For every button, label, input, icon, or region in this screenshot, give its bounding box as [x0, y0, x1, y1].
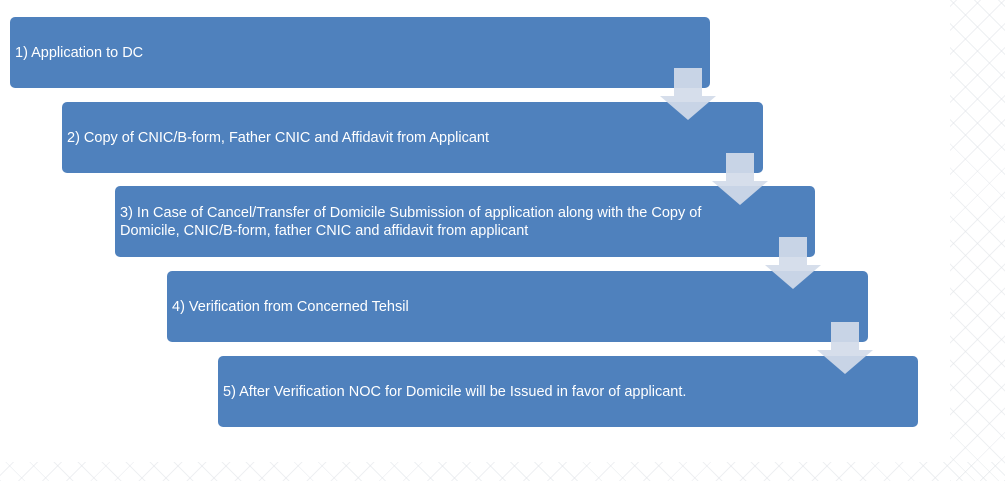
down-arrow-icon — [712, 153, 768, 205]
step-3-label: 3) In Case of Cancel/Transfer of Domicil… — [120, 204, 702, 239]
down-arrow-icon — [817, 322, 873, 374]
step-3-box: 3) In Case of Cancel/Transfer of Domicil… — [115, 186, 815, 257]
step-1-box: 1) Application to DC — [10, 17, 710, 88]
step-5-label: 5) After Verification NOC for Domicile w… — [223, 383, 687, 400]
step-2-box: 2) Copy of CNIC/B-form, Father CNIC and … — [62, 102, 763, 173]
decorative-pattern-right — [950, 0, 1005, 481]
step-4-label: 4) Verification from Concerned Tehsil — [172, 298, 409, 315]
step-5-box: 5) After Verification NOC for Domicile w… — [218, 356, 918, 427]
step-1-label: 1) Application to DC — [15, 44, 144, 61]
step-4-box: 4) Verification from Concerned Tehsil — [167, 271, 868, 342]
step-2-label: 2) Copy of CNIC/B-form, Father CNIC and … — [67, 129, 490, 146]
down-arrow-icon — [765, 237, 821, 289]
down-arrow-icon — [660, 68, 716, 120]
decorative-pattern-bottom — [0, 462, 1005, 481]
